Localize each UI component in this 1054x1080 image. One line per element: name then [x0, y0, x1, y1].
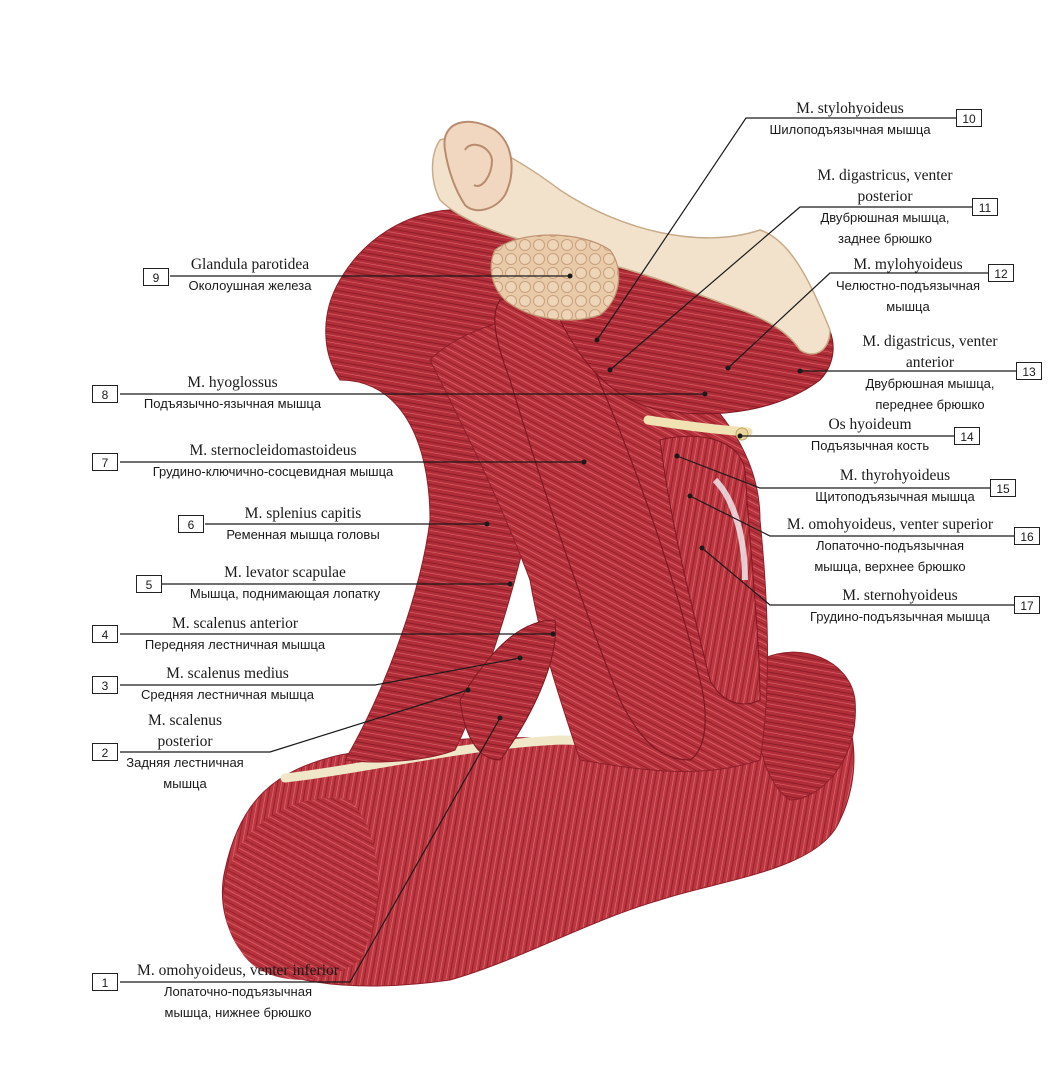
parotid-gland	[490, 234, 620, 321]
number-box-15: 15	[990, 479, 1016, 497]
label-6-russian: Ременная мышца головы	[226, 527, 380, 542]
number-box-5: 5	[136, 575, 162, 593]
label-15-latin: M. thyrohyoideus	[839, 467, 951, 484]
label-12-russian: Челюстно-подъязычная мышца	[836, 278, 980, 314]
label-2-latin: M. scalenus posterior	[147, 712, 223, 750]
label-10-latin: M. stylohyoideus	[796, 100, 904, 117]
leader-2	[120, 689, 469, 753]
label-13: M. digastricus, venter anterior Двубрюшн…	[850, 331, 1010, 415]
leader-11	[609, 206, 972, 371]
label-4-russian: Передняя лестничная мышца	[144, 637, 326, 652]
label-1: M. omohyoideus, venter inferior Лопаточн…	[123, 960, 353, 1023]
cut-skin-flap	[431, 137, 831, 355]
label-11-latin: M. digastricus, venter posterior	[817, 167, 953, 205]
leader-dots	[465, 273, 803, 721]
number-box-9: 9	[143, 268, 169, 286]
label-16-russian: Лопаточно-подъязычная мышца, верхнее брю…	[814, 538, 966, 574]
label-14: Os hyoideum Подъязычная кость	[790, 414, 950, 456]
label-5-russian: Мышца, поднимающая лопатку	[189, 586, 381, 601]
label-7-latin: M. sternocleidomastoideus	[189, 442, 357, 459]
label-11: M. digastricus, venter posterior Двубрюш…	[800, 165, 970, 249]
label-5-latin: M. levator scapulae	[224, 564, 346, 581]
number-box-7: 7	[92, 453, 118, 471]
leader-15	[676, 455, 990, 489]
label-16: M. omohyoideus, venter superior Лопаточн…	[770, 514, 1010, 577]
leader-1	[120, 717, 501, 983]
label-7-russian: Грудино-ключично-сосцевидная мышца	[152, 464, 394, 479]
label-4-latin: M. scalenus anterior	[171, 615, 299, 632]
label-10: M. stylohyoideus Шилоподъязычная мышца	[750, 98, 950, 140]
tendinous-sheen	[712, 477, 748, 581]
number-box-14: 14	[954, 427, 980, 445]
label-14-russian: Подъязычная кость	[810, 438, 930, 453]
label-9: Glandula parotidea Околоушная железа	[170, 254, 330, 296]
number-box-8: 8	[92, 385, 118, 403]
label-6: M. splenius capitis Ременная мышца голов…	[208, 503, 398, 545]
ear-inner	[464, 143, 494, 187]
label-10-russian: Шилоподъязычная мышца	[769, 122, 931, 137]
label-1-latin: M. omohyoideus, venter inferior	[137, 962, 339, 979]
label-9-latin: Glandula parotidea	[190, 256, 310, 273]
number-box-4: 4	[92, 625, 118, 643]
label-17-latin: M. sternohyoideus	[842, 587, 958, 604]
leader-3	[120, 657, 521, 686]
number-box-3: 3	[92, 676, 118, 694]
label-3-russian: Средняя лестничная мышца	[141, 687, 314, 702]
label-3: M. scalenus medius Средняя лестничная мы…	[125, 663, 330, 705]
label-6-latin: M. splenius capitis	[244, 505, 362, 522]
label-12-latin: M. mylohyoideus	[853, 256, 963, 273]
label-8-russian: Подъязычно-язычная мышца	[143, 396, 322, 411]
scalene-strips	[459, 619, 557, 761]
leader-12	[727, 272, 988, 369]
ear	[443, 120, 513, 212]
label-3-latin: M. scalenus medius	[166, 665, 289, 682]
label-12: M. mylohyoideus Челюстно-подъязычная мыш…	[828, 254, 988, 317]
label-13-russian: Двубрюшная мышца, переднее брюшко	[865, 376, 995, 412]
number-box-6: 6	[178, 515, 204, 533]
number-box-11: 11	[972, 198, 998, 216]
label-2-russian: Задняя лестничная мышца	[126, 755, 244, 791]
label-8: M. hyoglossus Подъязычно-язычная мышца	[130, 372, 335, 414]
label-17: M. sternohyoideus Грудино-подъязычная мы…	[790, 585, 1010, 627]
label-15: M. thyrohyoideus Щитоподъязычная мышца	[805, 465, 985, 507]
strap-muscles	[659, 435, 761, 705]
label-11-russian: Двубрюшная мышца, заднее брюшко	[820, 210, 950, 246]
number-box-16: 16	[1014, 527, 1040, 545]
label-4: M. scalenus anterior Передняя лестничная…	[130, 613, 340, 655]
hyoid-body	[735, 427, 749, 441]
number-box-13: 13	[1016, 362, 1042, 380]
label-15-russian: Щитоподъязычная мышца	[815, 489, 975, 504]
label-16-latin: M. omohyoideus, venter superior	[786, 516, 994, 533]
label-13-latin: M. digastricus, venter anterior	[862, 333, 998, 371]
deltoid-region	[223, 798, 379, 980]
leader-10	[596, 117, 956, 341]
number-box-10: 10	[956, 109, 982, 127]
label-9-russian: Околоушная железа	[188, 278, 312, 293]
number-box-12: 12	[988, 264, 1014, 282]
label-14-latin: Os hyoideum	[828, 416, 912, 433]
label-8-latin: M. hyoglossus	[187, 374, 278, 391]
number-box-2: 2	[92, 743, 118, 761]
label-17-russian: Грудино-подъязычная мышца	[809, 609, 991, 624]
label-2: M. scalenus posterior Задняя лестничная …	[125, 710, 245, 794]
leader-17	[701, 547, 1014, 606]
leader-lines	[120, 117, 1016, 983]
label-5: M. levator scapulae Мышца, поднимающая л…	[170, 562, 400, 604]
number-box-1: 1	[92, 973, 118, 991]
label-7: M. sternocleidomastoideus Грудино-ключич…	[128, 440, 418, 482]
leader-16	[689, 495, 1014, 537]
label-1-russian: Лопаточно-подъязычная мышца, нижнее брюш…	[164, 984, 312, 1020]
number-box-17: 17	[1014, 596, 1040, 614]
